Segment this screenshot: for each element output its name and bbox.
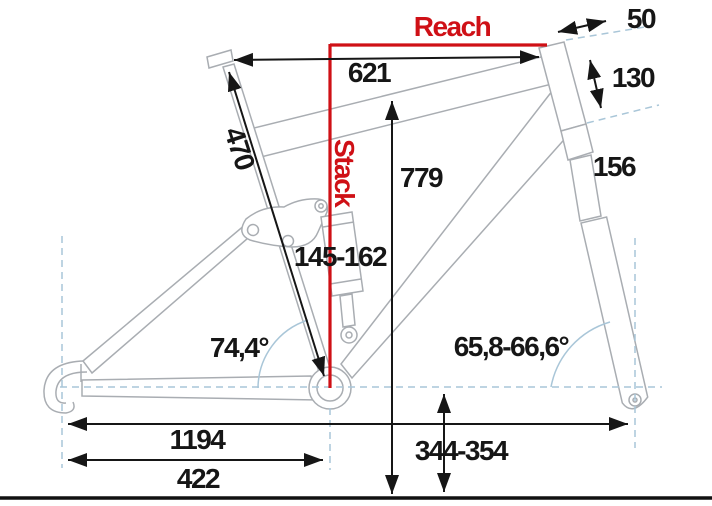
- fork-label: 156: [593, 151, 636, 182]
- top-tube-label: 621: [348, 57, 391, 88]
- shock-shaft: [339, 293, 356, 328]
- head-top-extension: [565, 25, 652, 41]
- top-tube: [249, 55, 553, 159]
- fork-lower-leg: [580, 216, 649, 410]
- dimension-arrows: [0, 18, 712, 500]
- fork-stanchion: [569, 154, 602, 222]
- seat-angle-label: 74,4°: [210, 332, 268, 363]
- wheelbase-label: 1194: [170, 424, 227, 455]
- seatpost-head: [206, 49, 234, 69]
- chainstay-label: 422: [177, 463, 220, 494]
- shock-lower-eyelet-hole: [345, 331, 353, 339]
- shock-lower-eyelet: [340, 326, 358, 344]
- head-tube-arrow: [587, 59, 604, 109]
- seat-tube-arrow: [227, 71, 326, 377]
- shock-body-cap-bottom: [329, 278, 362, 285]
- top-tube-arrow: [233, 50, 540, 67]
- shock-travel-label: 145-162: [294, 241, 387, 272]
- dimension-labels: Reach Stack 621 470 50 130 156 779 145-1…: [170, 3, 658, 494]
- rocker-pivot-front: [246, 223, 260, 237]
- shock-body-cap-top: [322, 221, 355, 228]
- reach-stack-lines: [328, 43, 547, 388]
- stem-arrow: [557, 18, 607, 35]
- bb-height-label: 344-354: [415, 435, 509, 466]
- fork-crown: [560, 123, 594, 161]
- shock-upper-eyelet: [314, 199, 328, 213]
- head-angle-label: 65,8-66,6°: [454, 331, 569, 362]
- chainstay: [81, 375, 320, 401]
- rear-dropout-inner: [55, 371, 88, 404]
- stem-label: 50: [627, 3, 656, 34]
- head-bottom-extension: [586, 104, 660, 124]
- head-tube-label: 130: [612, 62, 655, 93]
- overall-height-label: 779: [400, 162, 443, 193]
- reach-label: Reach: [414, 11, 491, 42]
- stack-label: Stack: [329, 139, 360, 208]
- head-angle-arc: [550, 321, 611, 388]
- rocker-pivot-rear: [281, 234, 295, 248]
- rear-dropout: [43, 360, 85, 414]
